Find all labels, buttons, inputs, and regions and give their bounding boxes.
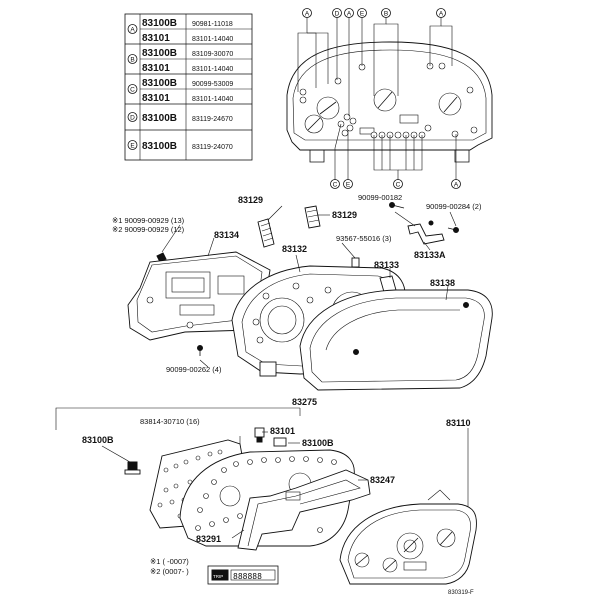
- label-83100b-left: 83100B: [82, 435, 114, 445]
- label-83247: 83247: [370, 475, 395, 485]
- legend-main: 83101: [142, 63, 170, 74]
- cluster-rear-view: [286, 17, 493, 180]
- label-90099-00284: 90099-00284 (2): [426, 202, 482, 211]
- label-90099-00262: 90099-00262 (4): [166, 365, 222, 374]
- marker-c-bottom-2: C: [393, 179, 403, 189]
- svg-text:A: A: [305, 10, 310, 17]
- svg-text:A: A: [130, 26, 135, 33]
- marker-c-bottom-1: C: [330, 179, 340, 189]
- label-note-2: ※2 90099-00929 (12): [112, 225, 185, 234]
- svg-text:C: C: [333, 181, 338, 188]
- label-footnote-2: ※2 (0007- ): [150, 567, 189, 576]
- marker-e-top: E: [357, 8, 367, 18]
- label-83133: 83133: [374, 260, 399, 270]
- marker-a-top-3: A: [436, 8, 446, 18]
- svg-text:E: E: [360, 10, 365, 17]
- label-90099-00182: 90099-00182: [358, 193, 402, 202]
- label-93567: 93567-55016 (3): [336, 234, 392, 243]
- bulb-83101: [254, 427, 265, 443]
- legend-main: 83101: [142, 93, 170, 104]
- legend-part: 90099-53009: [192, 81, 233, 88]
- legend-mark-b: B: [127, 54, 138, 64]
- legend-part: 83101-14040: [192, 96, 233, 103]
- svg-text:A: A: [454, 181, 459, 188]
- label-footnote-1: ※1 ( -0007): [150, 557, 189, 566]
- legend-part: 90981-11018: [192, 21, 233, 28]
- figure-id: 830319-F: [448, 590, 474, 596]
- screw-90099-00262: [197, 345, 203, 356]
- label-83275: 83275: [292, 397, 317, 407]
- bulb-83100b-left: [124, 461, 141, 475]
- svg-text:A: A: [347, 10, 352, 17]
- marker-a-top-1: A: [302, 8, 312, 18]
- screw-90099-00284: [428, 220, 459, 233]
- odometer-digits: 888888: [233, 572, 262, 581]
- odometer-display: [207, 565, 279, 585]
- label-83291: 83291: [196, 534, 221, 544]
- legend-main: 83100B: [142, 48, 177, 59]
- svg-text:D: D: [130, 114, 135, 121]
- legend-table: A B C D E 83100B 83101 83100B 83101 8310…: [124, 13, 253, 161]
- label-83814: 83814-30710 (16): [140, 417, 200, 426]
- lens-83110: [339, 489, 477, 585]
- svg-text:B: B: [384, 10, 388, 17]
- legend-mark-a: A: [127, 24, 138, 34]
- legend-main: 83101: [142, 33, 170, 44]
- svg-text:E: E: [346, 181, 351, 188]
- connector-83129-right: [304, 205, 321, 229]
- legend-main: 83100B: [142, 78, 177, 89]
- svg-text:E: E: [130, 142, 135, 149]
- legend-part: 83119-24070: [192, 144, 233, 151]
- label-83100b-right: 83100B: [302, 438, 334, 448]
- label-83101: 83101: [270, 426, 295, 436]
- screw-90099-00929: [156, 252, 167, 263]
- connector-83129-left: [257, 218, 275, 248]
- legend-main: 83100B: [142, 113, 177, 124]
- odometer-label: TRIP: [213, 574, 223, 579]
- legend-mark-d: D: [127, 112, 138, 122]
- label-83129-right: 83129: [332, 210, 357, 220]
- legend-part: 83109-30070: [192, 51, 233, 58]
- marker-b-top: B: [381, 8, 391, 18]
- legend-mark-e: E: [127, 140, 138, 150]
- bracket-83133a: [407, 223, 445, 245]
- svg-text:C: C: [130, 86, 135, 93]
- marker-d-top: D: [332, 8, 342, 18]
- legend-part: 83101-14040: [192, 36, 233, 43]
- bulb-83100b-right: [273, 437, 287, 447]
- label-83110: 83110: [446, 418, 471, 428]
- svg-text:C: C: [396, 181, 401, 188]
- label-note-1: ※1 90099-00929 (13): [112, 216, 185, 225]
- legend-part: 83119-24670: [192, 116, 233, 123]
- label-83134: 83134: [214, 230, 239, 240]
- label-83132: 83132: [282, 244, 307, 254]
- label-83129-left: 83129: [238, 195, 263, 205]
- svg-text:B: B: [130, 56, 134, 63]
- marker-a-top-2: A: [344, 8, 354, 18]
- marker-a-bottom: A: [451, 179, 461, 189]
- label-83133a: 83133A: [414, 250, 446, 260]
- legend-main: 83100B: [142, 141, 177, 152]
- legend-mark-c: C: [127, 84, 138, 94]
- label-83138: 83138: [430, 278, 455, 288]
- legend-part: 83101-14040: [192, 66, 233, 73]
- marker-e-bottom: E: [343, 179, 353, 189]
- svg-text:A: A: [439, 10, 444, 17]
- screw-90099-00182: [389, 202, 405, 209]
- svg-text:D: D: [335, 10, 340, 17]
- legend-main: 83100B: [142, 18, 177, 29]
- frame-83291: [237, 469, 371, 551]
- top-markers: A D A E B A C E C A: [302, 8, 461, 189]
- glass-83138: [299, 289, 493, 391]
